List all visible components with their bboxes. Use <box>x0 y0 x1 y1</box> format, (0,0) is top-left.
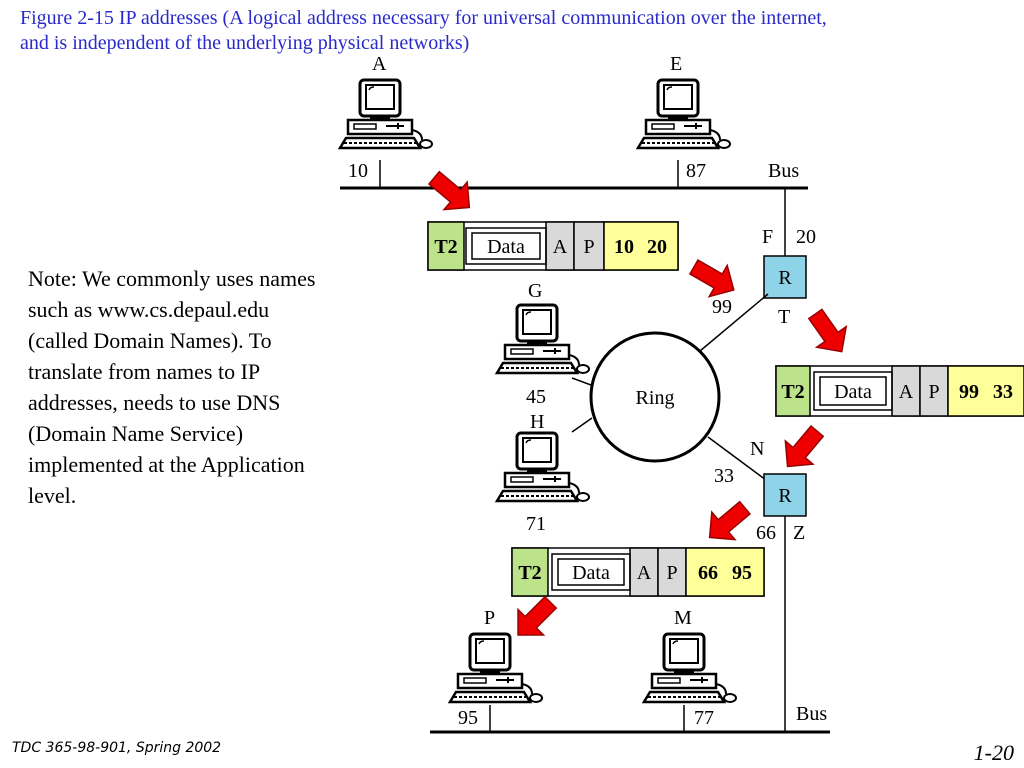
router1-top-name: F <box>762 226 773 248</box>
frame-1-src: 10 <box>614 236 634 258</box>
node-p-address: 95 <box>458 707 478 729</box>
computer-p-icon <box>448 632 544 704</box>
frame-1-data: Data <box>487 236 525 258</box>
node-e-address: 87 <box>686 160 706 182</box>
frame-2-p: P <box>928 381 939 403</box>
computer-a-icon <box>338 78 434 150</box>
node-a-address: 10 <box>348 160 368 182</box>
node-h-address: 71 <box>526 513 546 535</box>
red-arrow-1-icon <box>421 163 482 222</box>
router-2 <box>763 473 807 517</box>
router-1 <box>763 255 807 299</box>
node-g-address: 45 <box>526 386 546 408</box>
router2-bus-address: 66 <box>756 522 776 544</box>
frame-3-dst: 95 <box>732 562 752 584</box>
frame-2-t2: T2 <box>781 381 804 403</box>
frame-1-dst: 20 <box>647 236 667 258</box>
ring-label: Ring <box>636 387 675 409</box>
router2-bus-name: Z <box>793 522 805 544</box>
node-h-name: H <box>530 411 544 433</box>
frame-1-p: P <box>583 236 594 258</box>
node-m-address: 77 <box>694 707 714 729</box>
frame-3-a: A <box>637 562 652 584</box>
title-line-1: Figure 2-15 IP addresses (A logical addr… <box>20 7 827 29</box>
ring-network <box>589 331 721 463</box>
frame-1: T2 Data A P 10 20 <box>427 221 679 271</box>
router1-ring-name: T <box>778 306 790 328</box>
computer-h-icon <box>495 431 591 503</box>
computer-m-icon <box>642 632 738 704</box>
router-1-label: R <box>778 267 792 289</box>
frame-2-a: A <box>899 381 914 403</box>
red-arrow-3-icon <box>799 302 858 363</box>
frame-3: T2 Data A P 66 95 <box>511 547 765 597</box>
frame-3-t2: T2 <box>518 562 541 584</box>
red-arrow-5-icon <box>697 493 758 552</box>
frame-2-dst: 33 <box>993 381 1013 403</box>
frame-1-a: A <box>553 236 568 258</box>
node-g-name: G <box>528 280 542 302</box>
router-2-label: R <box>778 485 792 507</box>
bottom-bus-label: Bus <box>796 703 827 725</box>
frame-2-data: Data <box>834 381 872 403</box>
router1-ring-address: 99 <box>712 296 732 318</box>
frame-2: T2 Data A P 99 33 <box>775 365 1024 417</box>
frame-1-t2: T2 <box>434 236 457 258</box>
dns-note: Note: We commonly uses names such as www… <box>28 266 316 508</box>
node-p-name: P <box>484 607 495 629</box>
frame-3-data: Data <box>572 562 610 584</box>
computer-g-icon <box>495 303 591 375</box>
node-m-name: M <box>674 607 692 629</box>
frame-2-src: 99 <box>959 381 979 403</box>
router2-ring-address: 33 <box>714 465 734 487</box>
red-arrow-6-icon <box>504 588 565 649</box>
red-arrow-4-icon <box>773 418 832 479</box>
frame-3-p: P <box>666 562 677 584</box>
figure-title: Figure 2-15 IP addresses (A logical addr… <box>20 6 1010 56</box>
computer-e-icon <box>636 78 732 150</box>
frame-3-src: 66 <box>698 562 718 584</box>
node-e-name: E <box>670 53 682 75</box>
footer-course: TDC 365-98-901, Spring 2002 <box>12 740 222 756</box>
title-line-2: and is independent of the underlying phy… <box>20 32 470 54</box>
page-number: 1-20 <box>973 740 1014 765</box>
node-a-name: A <box>372 53 387 75</box>
router1-top-address: 20 <box>796 226 816 248</box>
top-bus-label: Bus <box>768 160 799 182</box>
router2-ring-name: N <box>750 438 764 460</box>
